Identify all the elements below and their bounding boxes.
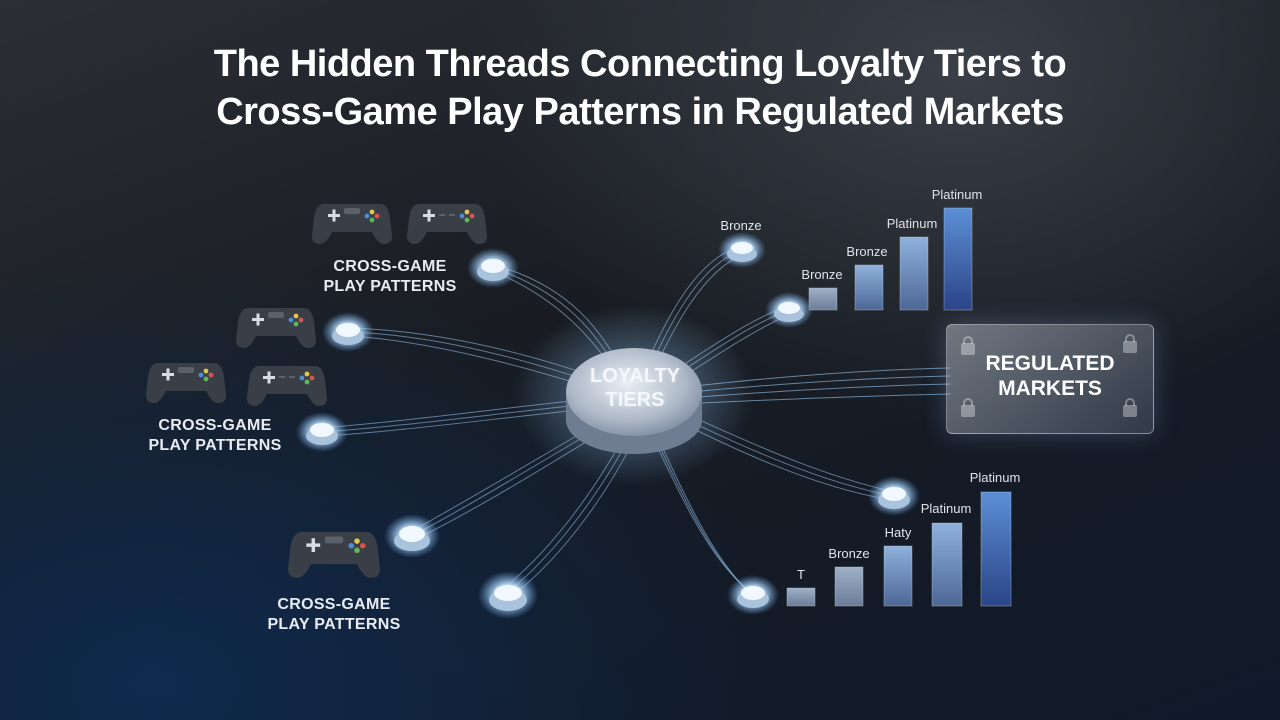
regulated-markets-line-1: REGULATED	[985, 352, 1115, 375]
gamepad-icon	[146, 363, 226, 403]
tier-label: Haty	[884, 525, 912, 540]
regulated-markets-label: REGULATED MARKETS	[947, 351, 1153, 401]
page-title: The Hidden Threads Connecting Loyalty Ti…	[0, 40, 1280, 136]
tier-bar	[854, 264, 884, 311]
cross-game-label-line: CROSS-GAME	[277, 596, 391, 613]
tier-label: Platinum	[886, 216, 938, 231]
hub-label: LOYALTY TIERS	[560, 364, 710, 412]
bottom-tier-bars	[786, 491, 1012, 607]
tier-bar	[931, 522, 963, 607]
tier-bar	[834, 566, 864, 607]
tier-label: Platinum	[920, 501, 972, 516]
node-1	[467, 248, 519, 288]
gamepad-icon	[247, 366, 327, 406]
lock-icon	[1123, 334, 1137, 353]
cross-game-label-1: CROSS-GAME PLAY PATTERNS	[310, 257, 470, 297]
regulated-markets-line-2: MARKETS	[998, 377, 1102, 400]
regulated-markets-panel: REGULATED MARKETS	[946, 324, 1154, 434]
cross-game-label-line: PLAY PATTERNS	[267, 616, 401, 633]
lock-icon	[1123, 398, 1137, 417]
tier-bar	[899, 236, 929, 311]
node-3	[296, 412, 348, 452]
tier-bar	[980, 491, 1012, 607]
node-6	[718, 232, 766, 268]
node-9	[727, 575, 779, 615]
tier-label: Bronze	[828, 546, 870, 561]
hub-label-line-1: LOYALTY	[589, 365, 680, 387]
node-4	[384, 514, 440, 558]
tier-label: Platinum	[969, 470, 1021, 485]
title-line-1: The Hidden Threads Connecting Loyalty Ti…	[213, 43, 1067, 85]
cross-game-label-line: PLAY PATTERNS	[148, 437, 282, 454]
cross-game-label-3: CROSS-GAME PLAY PATTERNS	[254, 595, 414, 635]
tier-label: T	[797, 567, 805, 582]
tier-label: Bronze	[801, 267, 843, 282]
node-5	[478, 571, 538, 619]
lock-icon	[961, 336, 975, 355]
nodes	[296, 232, 920, 619]
node-2	[322, 312, 374, 352]
gamepad-icon	[312, 204, 392, 244]
title-line-2: Cross-Game Play Patterns in Regulated Ma…	[216, 91, 1064, 133]
cross-game-label-2: CROSS-GAME PLAY PATTERNS	[135, 416, 295, 456]
tier-bar	[786, 587, 816, 607]
gamepads	[146, 204, 487, 578]
gamepad-icon	[236, 308, 316, 348]
gamepad-icon	[407, 204, 487, 244]
cross-game-label-line: CROSS-GAME	[158, 417, 272, 434]
node-7	[765, 292, 813, 328]
lock-icon	[961, 398, 975, 417]
tier-bar	[808, 287, 838, 311]
node-8	[868, 476, 920, 516]
gamepad-icon	[288, 531, 380, 578]
tier-bar	[943, 207, 973, 311]
hub-label-line-2: TIERS	[605, 389, 665, 411]
cross-game-label-line: PLAY PATTERNS	[323, 278, 457, 295]
tier-bar	[883, 545, 913, 607]
cross-game-label-line: CROSS-GAME	[333, 258, 447, 275]
top-tier-bars	[808, 207, 973, 311]
loyalty-hub	[514, 305, 754, 485]
tier-label: Platinum	[931, 187, 983, 202]
tier-label: Bronze	[846, 244, 888, 259]
tier-label: Bronze	[720, 218, 762, 233]
